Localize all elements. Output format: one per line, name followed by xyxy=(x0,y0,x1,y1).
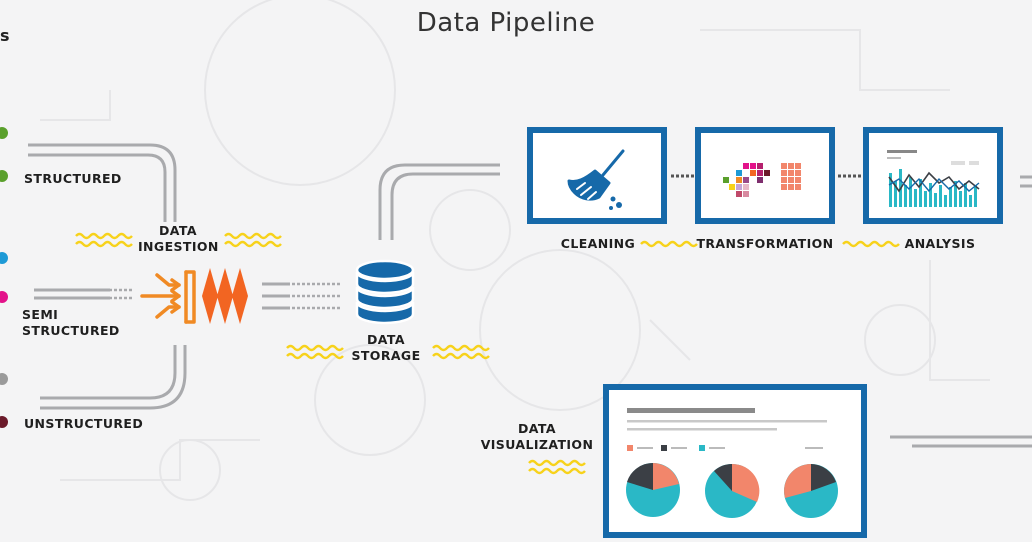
pie-chart-3 xyxy=(784,464,838,518)
stage-label-analysis: ANALYSIS xyxy=(904,236,976,251)
funnel-arrows-icon xyxy=(140,268,248,324)
visualization-panel xyxy=(603,384,867,538)
source-label-semi-structured: SEMI STRUCTURED xyxy=(22,307,120,338)
dot-structured-bottom xyxy=(0,170,8,182)
stage-label-storage: DATA STORAGE xyxy=(351,332,421,363)
dot-unstructured-top xyxy=(0,373,8,385)
source-label-unstructured: UNSTRUCTURED xyxy=(24,416,144,431)
stage-label-transformation: TRANSFORMATION xyxy=(696,236,834,251)
dot-unstructured-bottom xyxy=(0,416,8,428)
analysis-panel xyxy=(863,127,1003,224)
page-title: Data Pipeline xyxy=(416,8,596,38)
background-decoration xyxy=(40,0,990,501)
storage-to-cleaning-connectors xyxy=(378,163,500,240)
source-label-structured: STRUCTURED xyxy=(24,171,122,186)
diamond-2 xyxy=(217,268,233,324)
header-fragment: s xyxy=(0,26,10,45)
stage-label-cleaning: CLEANING xyxy=(560,236,636,251)
broom-icon xyxy=(567,149,625,210)
transformation-panel xyxy=(695,127,835,224)
dot-semi-bottom xyxy=(0,291,8,303)
dot-semi-top xyxy=(0,252,8,264)
pie-chart-1 xyxy=(626,462,680,517)
stage-label-visualization: DATA VISUALIZATION xyxy=(480,421,594,452)
diamond-1 xyxy=(202,268,218,324)
pixel-grid-icon xyxy=(723,163,801,197)
dashboard-icon xyxy=(626,408,838,518)
cleaning-panel xyxy=(527,127,667,224)
ingestion-to-storage-connectors xyxy=(262,282,290,310)
stage-label-ingestion: DATA INGESTION xyxy=(138,223,219,254)
source-dots xyxy=(0,127,8,428)
pie-chart-2 xyxy=(705,463,760,518)
source-connectors xyxy=(28,143,187,410)
database-icon xyxy=(355,259,415,325)
dot-structured-top xyxy=(0,127,8,139)
diamond-3 xyxy=(232,268,248,324)
bar-line-chart-icon xyxy=(887,150,980,207)
